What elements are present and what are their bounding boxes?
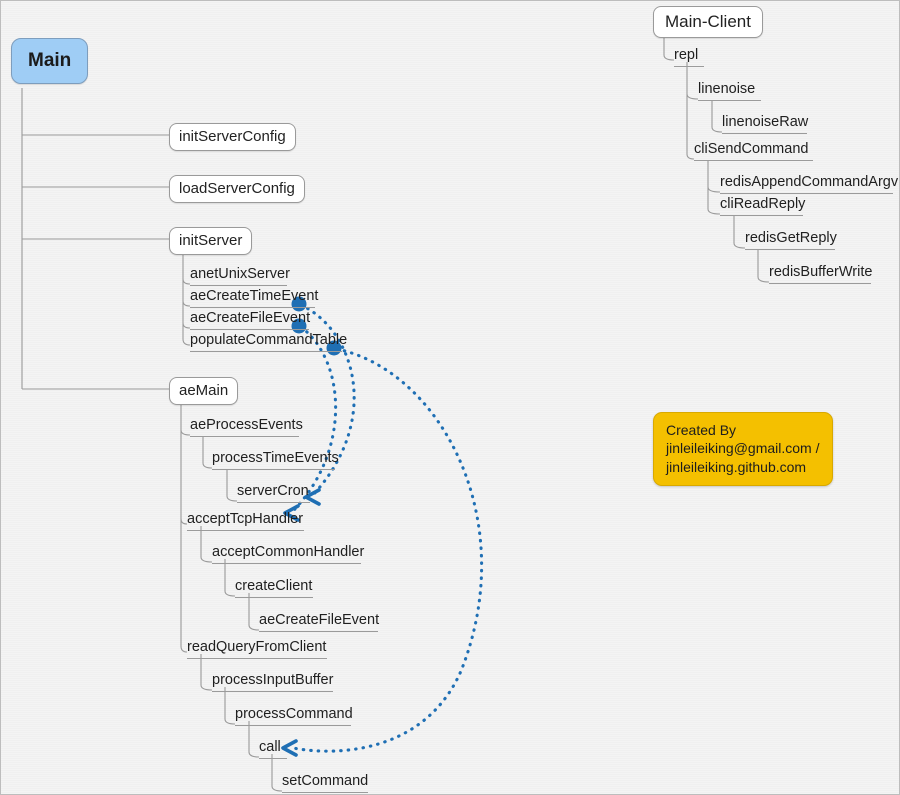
node-redisgetreply[interactable]: redisGetReply xyxy=(745,231,837,250)
node-loadserverconfig[interactable]: loadServerConfig xyxy=(169,175,305,203)
initserver-branch-lines xyxy=(182,252,191,346)
node-linenoise[interactable]: linenoise xyxy=(698,82,761,101)
node-linenoiseraw[interactable]: linenoiseRaw xyxy=(722,115,808,134)
node-processinputbuffer[interactable]: processInputBuffer xyxy=(212,673,333,692)
node-createclient[interactable]: createClient xyxy=(235,579,313,598)
main-branch-lines xyxy=(21,88,171,390)
node-repl[interactable]: repl xyxy=(674,48,704,67)
node-aecreatefileevent-client[interactable]: aeCreateFileEvent xyxy=(259,613,379,632)
node-clisendcommand[interactable]: cliSendCommand xyxy=(694,142,813,161)
node-setcommand[interactable]: setCommand xyxy=(282,774,368,793)
node-readqueryfromclient[interactable]: readQueryFromClient xyxy=(187,640,327,659)
node-initserver[interactable]: initServer xyxy=(169,227,253,255)
node-main-client[interactable]: Main-Client xyxy=(653,6,763,38)
node-processtimeevents[interactable]: processTimeEvents xyxy=(212,451,339,470)
node-aecreatefileevent[interactable]: aeCreateFileEvent xyxy=(190,311,310,330)
node-redisappendcommandargv[interactable]: redisAppendCommandArgv xyxy=(720,175,898,194)
node-main[interactable]: Main xyxy=(11,38,89,84)
node-redisbufferwrite[interactable]: redisBufferWrite xyxy=(769,265,872,284)
node-aeprocessevents[interactable]: aeProcessEvents xyxy=(190,418,303,437)
node-anetunixserver[interactable]: anetUnixServer xyxy=(190,267,290,286)
node-processcommand[interactable]: processCommand xyxy=(235,707,353,726)
node-aecreatetimeevent[interactable]: aeCreateTimeEvent xyxy=(190,289,318,308)
credits-note: Created By jinleileiking@gmail.com / jin… xyxy=(653,412,833,487)
node-initserverconfig[interactable]: initServerConfig xyxy=(169,123,296,151)
node-acceptcommonhandler[interactable]: acceptCommonHandler xyxy=(212,545,364,564)
node-accepttcphandler[interactable]: acceptTcpHandler xyxy=(187,512,304,531)
node-clireadreply[interactable]: cliReadReply xyxy=(720,197,805,216)
node-call[interactable]: call xyxy=(259,740,287,759)
node-servercron[interactable]: serverCron xyxy=(237,484,310,503)
node-aemain[interactable]: aeMain xyxy=(169,377,239,405)
node-populatecommandtable[interactable]: populateCommandTable xyxy=(190,333,347,352)
